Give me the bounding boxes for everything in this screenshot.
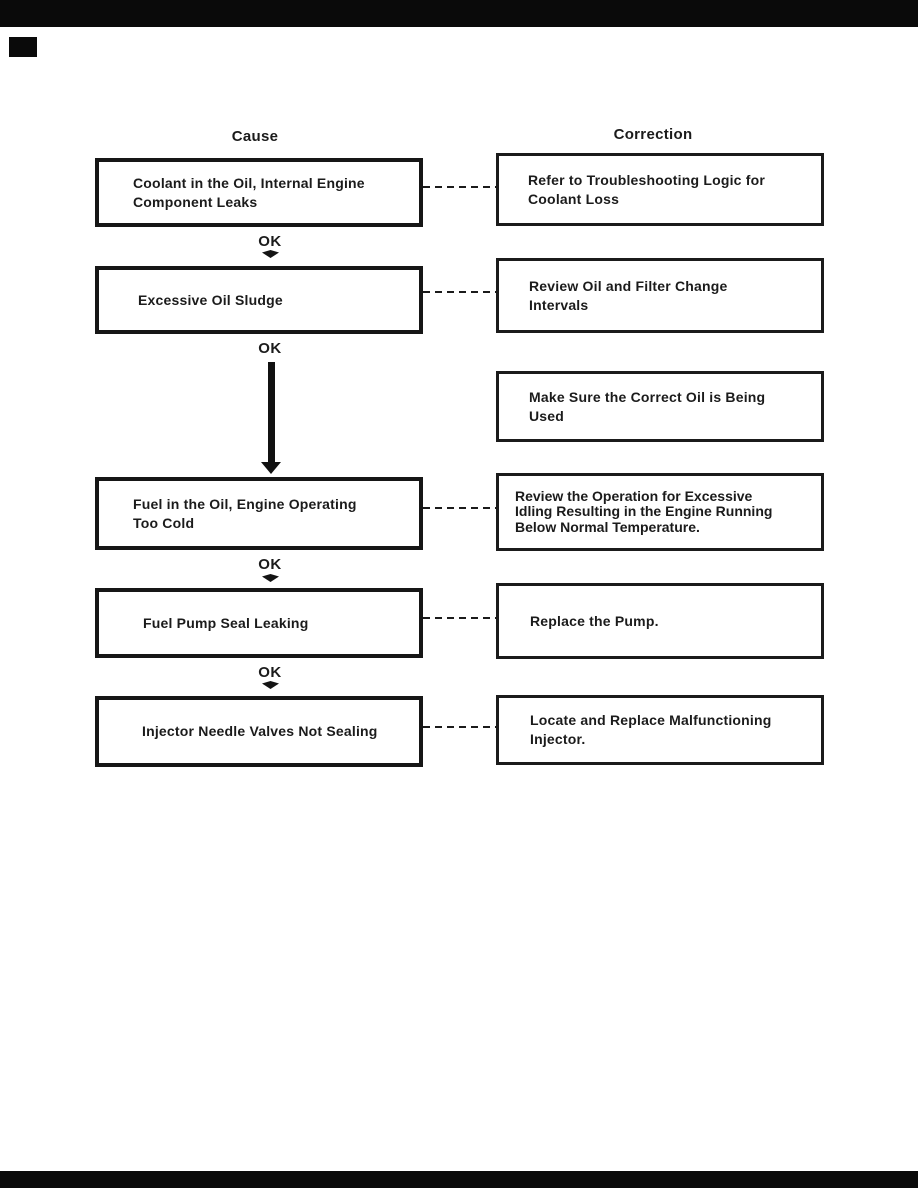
correction-box-text: Locate and Replace Malfunctioning Inject… xyxy=(530,712,772,747)
correction-box-correct-oil: Make Sure the Correct Oil is Being Used xyxy=(496,371,824,442)
cause-box-coolant: Coolant in the Oil, Internal Engine Comp… xyxy=(95,158,423,227)
correction-box-text: Make Sure the Correct Oil is Being Used xyxy=(529,388,766,424)
dashed-connector xyxy=(423,726,497,728)
cause-box-text: Fuel in the Oil, Engine Operating Too Co… xyxy=(133,495,357,531)
down-arrow-icon xyxy=(262,681,279,689)
cause-column-header: Cause xyxy=(231,128,279,145)
thick-down-arrow-icon xyxy=(261,462,281,474)
dashed-connector xyxy=(423,507,497,509)
ok-label: OK xyxy=(258,664,282,681)
cause-box-injector-needle: Injector Needle Valves Not Sealing xyxy=(95,696,423,767)
thick-down-arrow-shaft xyxy=(268,362,275,464)
ok-label: OK xyxy=(258,340,282,357)
dashed-connector xyxy=(423,291,497,293)
correction-box-text: Review the Operation for Excessive Idlin… xyxy=(515,487,773,535)
cause-box-text: Excessive Oil Sludge xyxy=(138,291,283,308)
correction-box-text: Review Oil and Filter Change Intervals xyxy=(529,277,728,313)
correction-box-replace-injector: Locate and Replace Malfunctioning Inject… xyxy=(496,695,824,765)
cause-box-sludge: Excessive Oil Sludge xyxy=(95,266,423,334)
correction-box-text: Replace the Pump. xyxy=(530,612,659,629)
cause-box-text: Injector Needle Valves Not Sealing xyxy=(142,723,378,739)
scan-artifact-bottom-bar xyxy=(0,1171,918,1188)
down-arrow-icon xyxy=(262,574,279,582)
down-arrow-icon xyxy=(262,250,279,258)
scan-artifact-top-bar xyxy=(0,0,918,27)
ok-label: OK xyxy=(258,556,282,573)
correction-box-coolant: Refer to Troubleshooting Logic for Coola… xyxy=(496,153,824,226)
dashed-connector xyxy=(423,186,497,188)
cause-box-text: Fuel Pump Seal Leaking xyxy=(143,614,309,631)
ok-label: OK xyxy=(258,233,282,250)
dashed-connector xyxy=(423,617,497,619)
cause-box-fuel-in-oil: Fuel in the Oil, Engine Operating Too Co… xyxy=(95,477,423,550)
cause-box-text: Coolant in the Oil, Internal Engine Comp… xyxy=(133,174,365,210)
scan-artifact-corner-square xyxy=(9,37,37,57)
correction-box-oil-filter: Review Oil and Filter Change Intervals xyxy=(496,258,824,333)
correction-box-text: Refer to Troubleshooting Logic for Coola… xyxy=(528,171,766,207)
correction-column-header: Correction xyxy=(613,126,693,143)
cause-box-fuel-pump-seal: Fuel Pump Seal Leaking xyxy=(95,588,423,658)
correction-box-replace-pump: Replace the Pump. xyxy=(496,583,824,659)
correction-box-excessive-idling: Review the Operation for Excessive Idlin… xyxy=(496,473,824,551)
